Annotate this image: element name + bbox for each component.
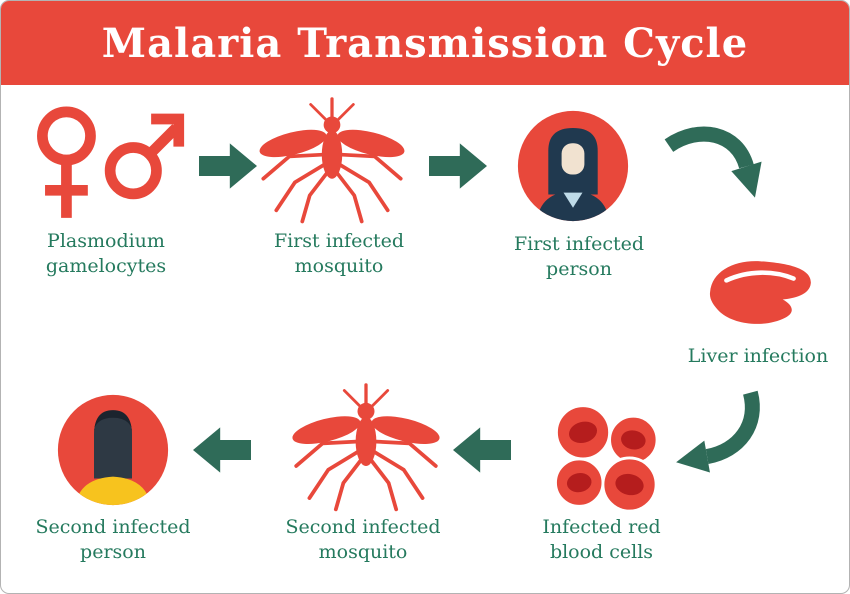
arrow-gametocytes-to-first-mosquito [199,141,257,191]
first-mosquito-label: First infected mosquito [273,230,405,278]
liver-icon [709,261,811,324]
arrow-first-mosquito-to-first-person [429,141,487,191]
curved-arrow-liver-to-blood-cells [667,387,767,481]
curved-arrow-first-person-to-liver [661,121,762,225]
mosquito-icon [259,97,405,224]
second-person-node [56,393,170,507]
liver-node [701,251,819,337]
woman-avatar-icon [517,110,629,222]
block-arrow-right-icon [429,143,487,189]
first-person-node [516,109,630,223]
second-mosquito-node [283,383,449,515]
mosquito-icon [292,383,440,512]
curved-arrow-down-right-icon [664,126,762,198]
curved-arrow-down-left-icon [676,390,760,473]
man-avatar-icon [57,394,169,506]
red-blood-cells-icon [554,404,659,513]
block-arrow-left-icon [193,427,251,473]
second-person-label: Second infected person [35,516,191,564]
block-arrow-left-icon [453,427,511,473]
blood-cells-node [539,401,665,513]
gametocytes-label: Plasmodium gamelocytes [45,230,167,278]
title-banner: Malaria Transmission Cycle [1,1,849,85]
gametocytes-node [29,103,185,225]
page-title: Malaria Transmission Cycle [101,19,749,67]
liver-label: Liver infection [687,345,829,367]
blood-cells-label: Infected red blood cells [542,516,661,564]
block-arrow-right-icon [199,143,257,189]
male-female-gender-icon [37,106,185,218]
arrow-blood-cells-to-second-mosquito [453,425,511,475]
first-mosquito-node [253,97,411,227]
second-mosquito-label: Second infected mosquito [285,516,441,564]
first-person-label: First infected person [513,233,645,281]
arrow-second-mosquito-to-second-person [193,425,251,475]
